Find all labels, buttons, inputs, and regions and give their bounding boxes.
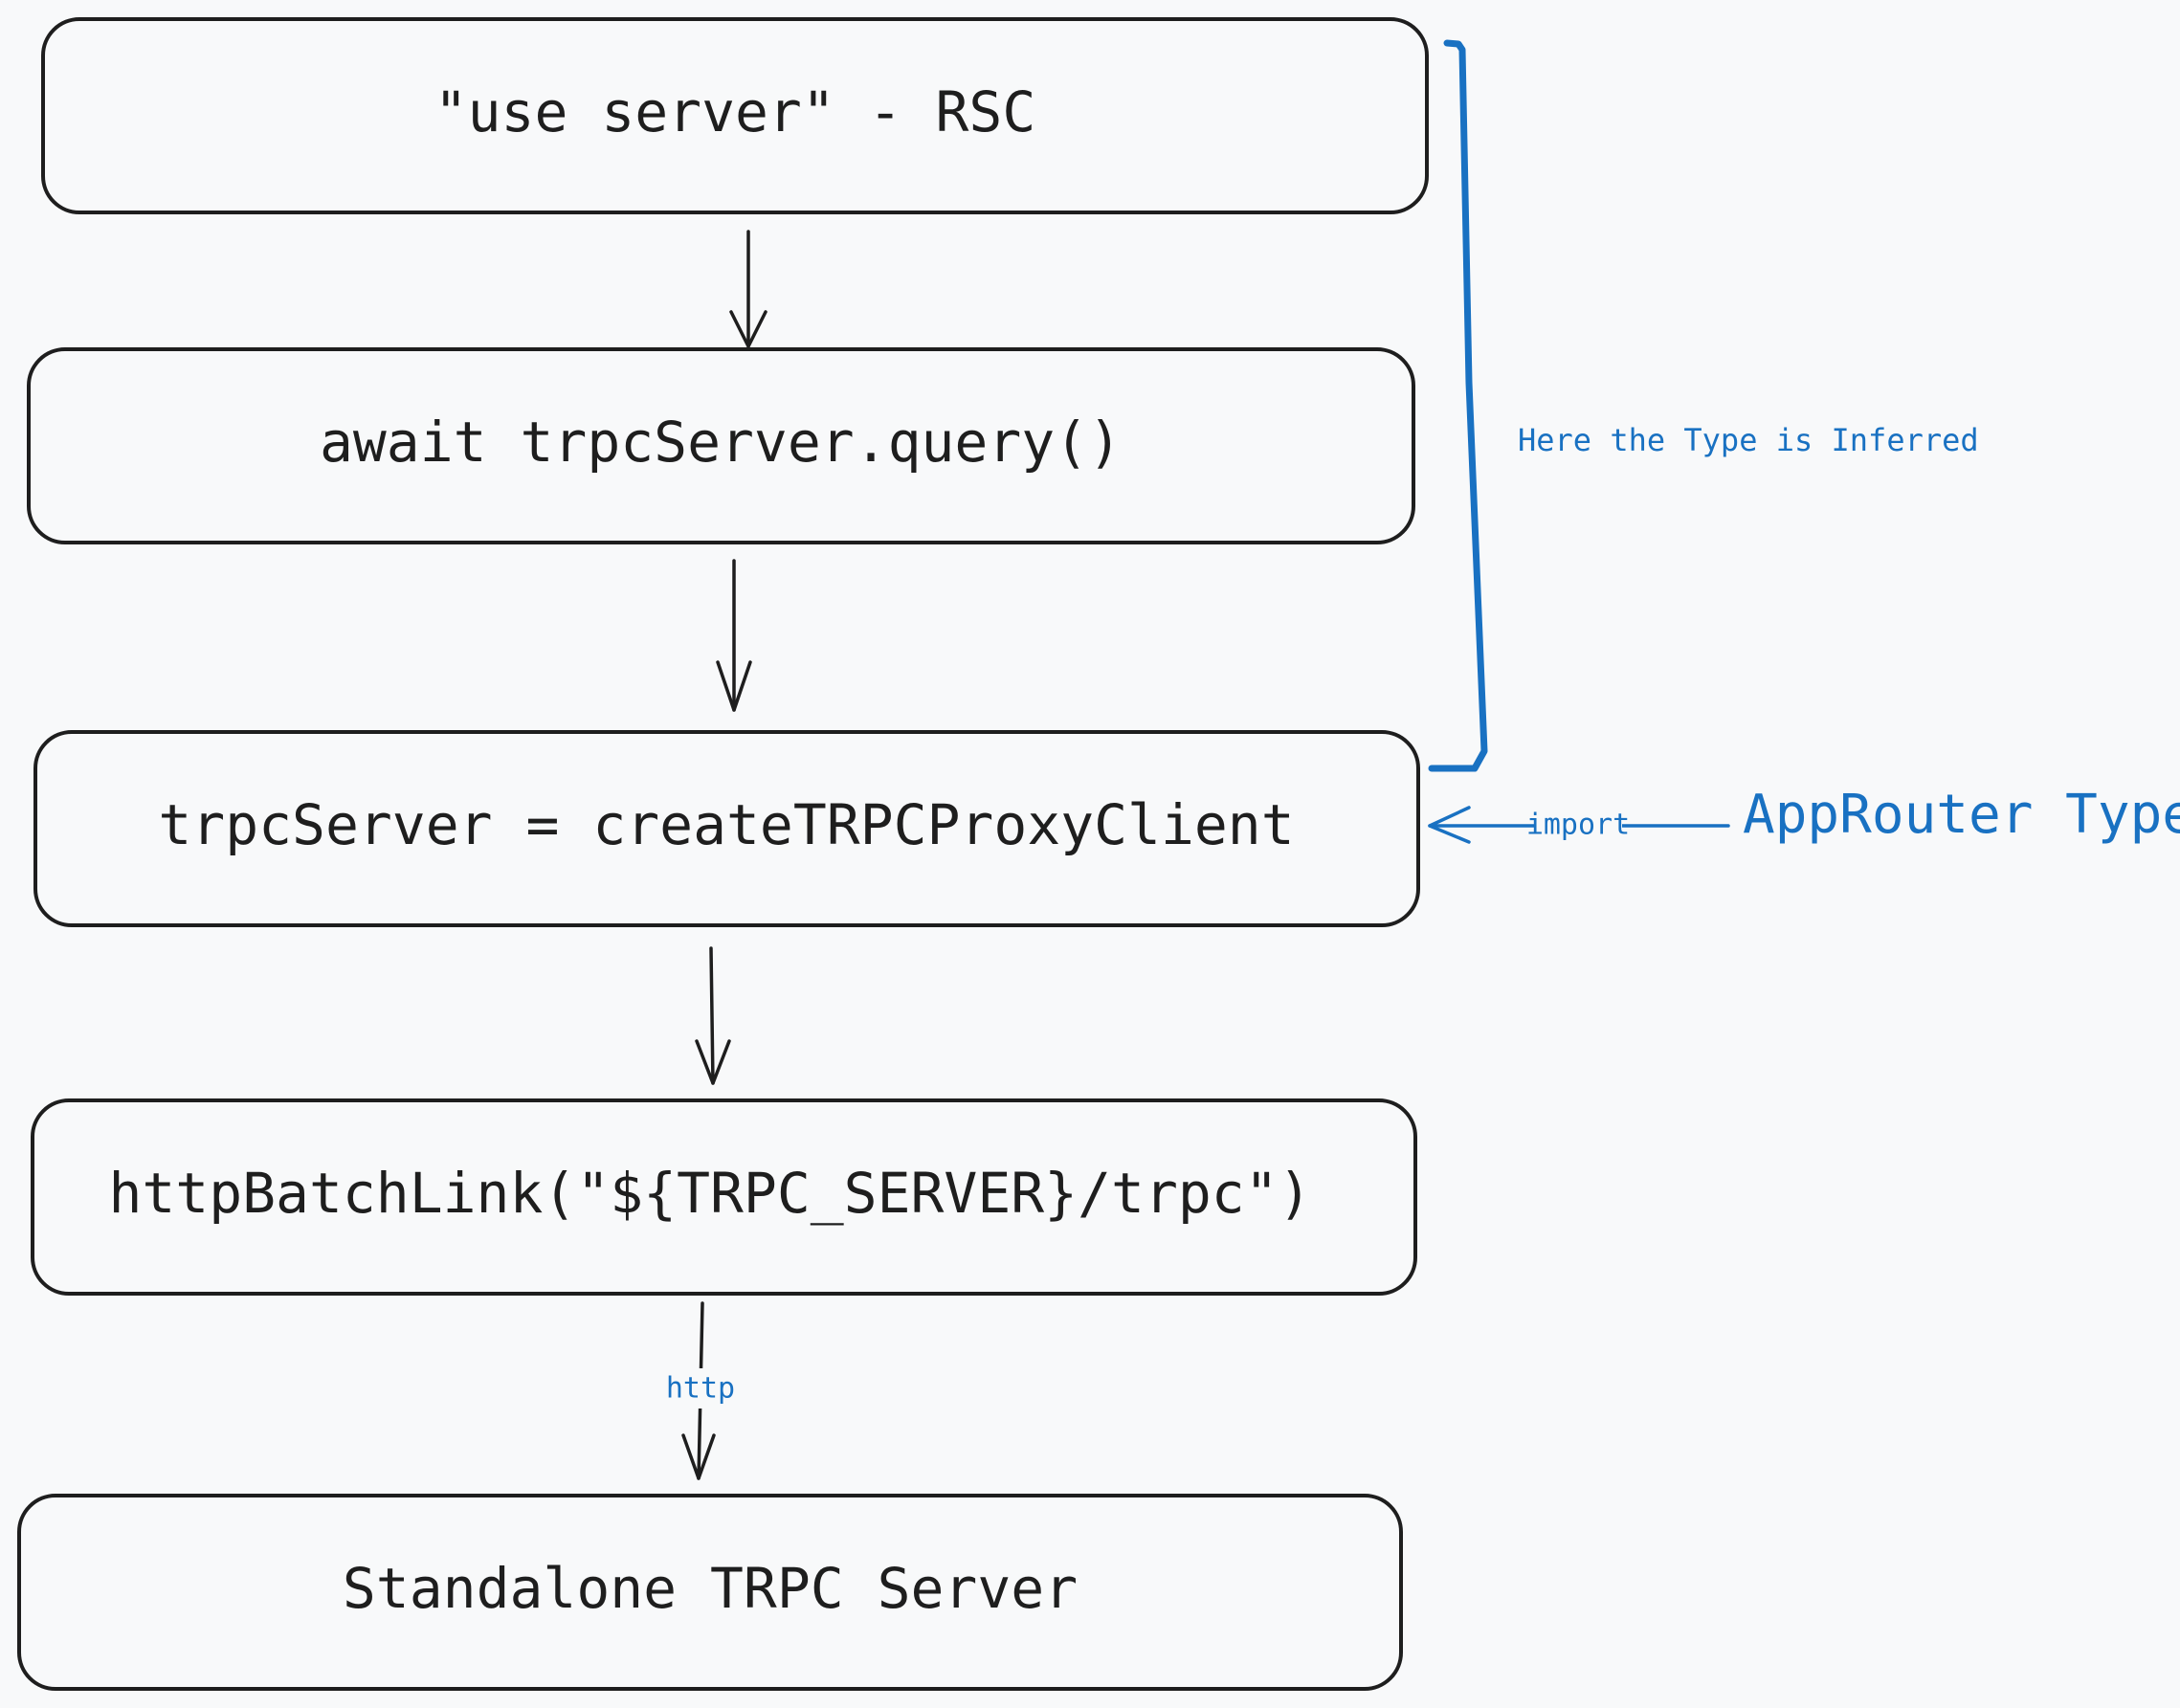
box-http-batch-link: httpBatchLink("${TRPC_SERVER}/trpc") [31,1098,1417,1296]
arrow-rsc-to-query [729,230,767,348]
app-router-type-label: AppRouter Type [1743,784,2180,846]
box-create-proxy-client-label: trpcServer = createTRPCProxyClient [158,792,1294,857]
box-await-query: await trpcServer.query() [27,347,1415,544]
inference-bracket [1428,39,1488,772]
box-use-server-rsc: "use server" - RSC [41,17,1429,214]
type-inferred-note: Here the Type is Inferred [1518,422,1979,458]
arrow-query-to-proxy [716,559,752,712]
box-standalone-trpc-server: Standalone TRPC Server [17,1494,1403,1691]
arrow-link-to-server: http [666,1301,735,1480]
box-create-proxy-client: trpcServer = createTRPCProxyClient [33,730,1420,927]
box-http-batch-link-label: httpBatchLink("${TRPC_SERVER}/trpc") [108,1161,1311,1226]
arrow-proxy-to-link [695,946,731,1085]
box-await-query-label: await trpcServer.query() [320,410,1122,475]
box-standalone-trpc-server-label: Standalone TRPC Server [343,1556,1078,1621]
import-edge-label: import [1526,809,1630,842]
http-edge-label: http [666,1372,735,1406]
import-arrow: import [1428,806,1730,844]
box-use-server-rsc-label: "use server" - RSC [434,79,1036,144]
